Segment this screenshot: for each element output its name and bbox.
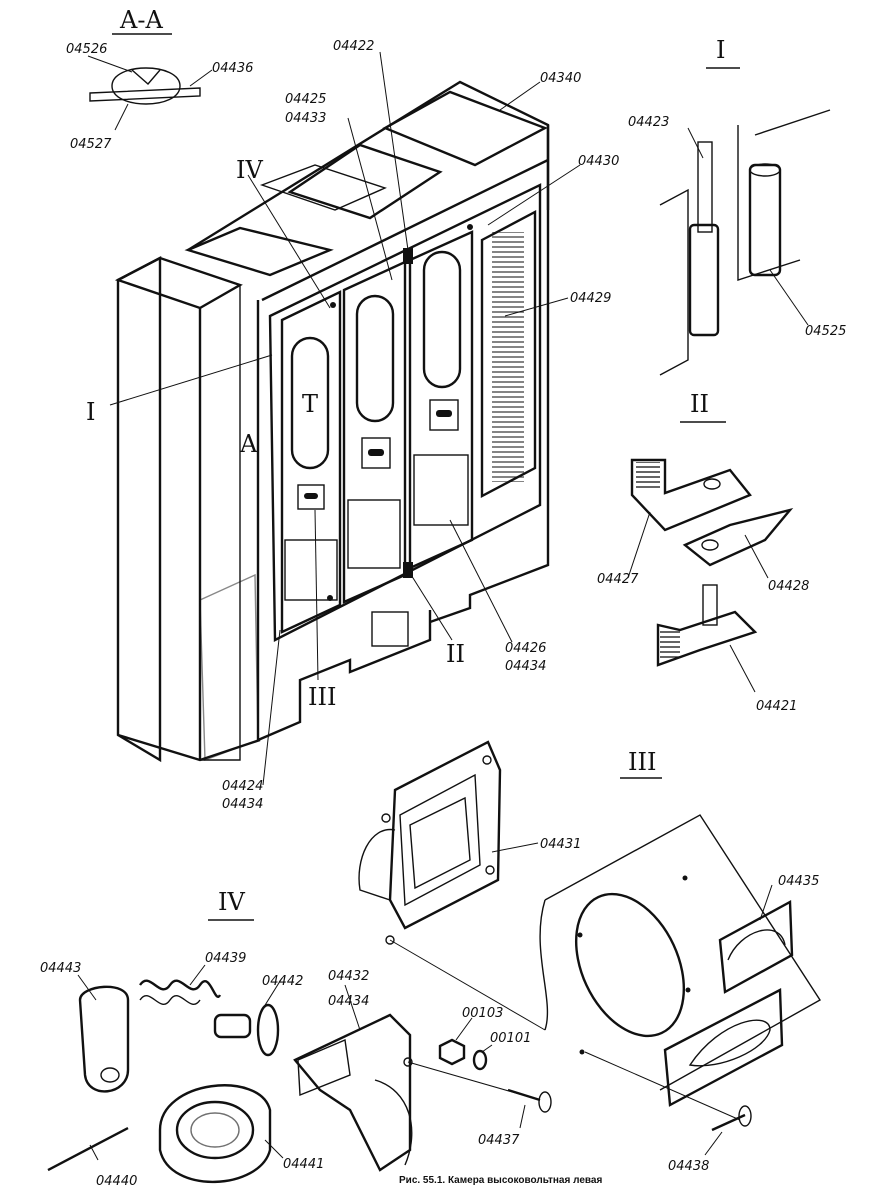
detail-iii-window: III 04431 04435 04438 (358, 740, 821, 1174)
callout-04527: 04527 (70, 137, 112, 152)
window-opening (574, 892, 686, 1038)
callout-04423: 04423 (628, 115, 669, 130)
callout-00103: 00103 (462, 1006, 503, 1021)
bracket-04427 (630, 458, 752, 532)
callout-00101: 00101 (490, 1031, 531, 1046)
detail-ii-latch: II 04427 04428 04421 (597, 390, 809, 714)
callout-04442: 04442 (262, 974, 303, 989)
callout-04426: 04426 (505, 641, 546, 656)
door-left (280, 290, 342, 634)
callout-04526: 04526 (66, 42, 107, 57)
marker-i: I (86, 398, 95, 426)
bracket-04432 (293, 1013, 412, 1172)
callout-04432: 04432 (328, 969, 369, 984)
washer-00101 (472, 1049, 488, 1071)
marker-iv: IV (236, 156, 263, 184)
callout-04425: 04425 (285, 92, 326, 107)
main-callouts: 04422 04340 04425 04433 04430 04429 0442… (86, 39, 619, 812)
figure-caption: Рис. 55.1. Камера высоковольтная левая (399, 1175, 602, 1186)
section-a-a-view: A-A 04526 04436 04527 (66, 6, 253, 152)
callout-04443: 04443 (40, 961, 81, 976)
callout-04439: 04439 (205, 951, 246, 966)
seal-cross-section (111, 67, 181, 105)
section-marker-a: A (239, 430, 258, 458)
callout-04433: 04433 (285, 111, 326, 126)
door-middle (342, 260, 407, 604)
callout-04340: 04340 (540, 71, 581, 86)
detail-i-hinge: I 04423 04525 (628, 36, 846, 376)
callout-04437: 04437 (478, 1133, 520, 1148)
nut-00103 (438, 1038, 466, 1066)
callout-04430: 04430 (578, 154, 619, 169)
window-frame-04431 (388, 740, 502, 930)
hinge-sleeve (748, 163, 782, 277)
lever-04443 (78, 985, 130, 1093)
latch-04442 (256, 1003, 280, 1057)
callout-04427: 04427 (597, 572, 639, 587)
marker-iii: III (308, 683, 336, 711)
door-right (408, 230, 474, 570)
detail-ii-title: II (690, 390, 709, 418)
callout-04429: 04429 (570, 291, 611, 306)
hinge-pin (697, 141, 713, 233)
callout-04431: 04431 (540, 837, 581, 852)
side-louvre-panel (480, 210, 537, 498)
callout-04440: 04440 (96, 1174, 137, 1189)
callout-04434-c: 04434 (328, 994, 369, 1009)
spring-04439 (139, 979, 222, 998)
callout-04525: 04525 (805, 324, 846, 339)
callout-04436: 04436 (212, 61, 253, 76)
plate-04428 (682, 507, 794, 567)
housing-04441 (158, 1084, 272, 1184)
door-marking-t: T (302, 390, 318, 418)
callout-04424: 04424 (222, 779, 263, 794)
callout-04435: 04435 (778, 874, 819, 889)
detail-iv-lock: IV 04443 04439 04442 04441 04440 04432 (40, 888, 552, 1189)
callout-04421: 04421 (756, 699, 797, 714)
callout-04434-b: 04434 (222, 797, 263, 812)
marker-ii: II (446, 640, 465, 668)
detail-iii-title: III (628, 748, 656, 776)
callout-04434-a: 04434 (505, 659, 546, 674)
callout-04438: 04438 (668, 1159, 709, 1174)
detail-i-title: I (716, 36, 725, 64)
section-a-a-title: A-A (119, 6, 163, 34)
high-voltage-chamber-body: T A (114, 80, 550, 763)
detail-iv-title: IV (218, 888, 245, 916)
callout-04428: 04428 (768, 579, 809, 594)
callout-04441: 04441 (283, 1157, 324, 1172)
callout-04422: 04422 (333, 39, 374, 54)
seal-04435 (718, 900, 794, 994)
